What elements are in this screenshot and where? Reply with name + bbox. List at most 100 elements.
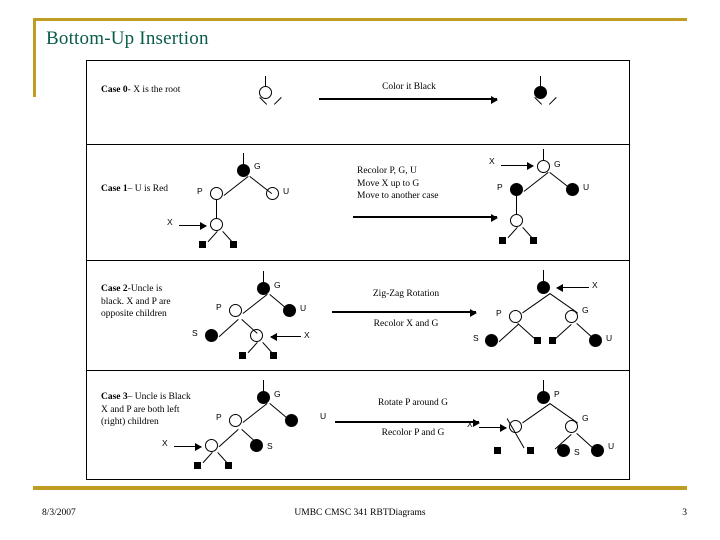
node-U-black-after xyxy=(566,183,579,196)
pointer-arrow-X-c2a xyxy=(556,284,589,292)
edge-G-U-c2 xyxy=(269,294,290,311)
case-2-arrow xyxy=(332,309,477,317)
node-S-black-c3a xyxy=(557,444,570,457)
table-row-case-1: Case 1– U is Red G U P X xyxy=(87,145,629,261)
g-stub xyxy=(243,153,244,164)
node-X-white-c2 xyxy=(250,329,263,342)
case-0-transform-text: Color it Black xyxy=(382,82,436,92)
case-0-label-rest: - X is the root xyxy=(127,85,181,95)
case-2-label-line-2: black. X and P are xyxy=(101,296,171,307)
case-2-text-line-2: Recolor X and G xyxy=(373,319,439,329)
case-3-label-line-3: (right) children xyxy=(101,417,159,427)
node-label-P-c3: P xyxy=(216,412,222,422)
case-3-arrow xyxy=(335,419,480,427)
cases-table: Case 0- X is the root Color it Black Cas… xyxy=(86,60,630,480)
x-stub-c2a xyxy=(543,270,544,281)
edge-G-U-c3 xyxy=(269,403,290,420)
case-0-label: Case 0- X is the root xyxy=(101,84,180,97)
node-label-G: G xyxy=(254,161,261,171)
nil-leaf-mid-left-c2a xyxy=(534,337,541,344)
node-label-U: U xyxy=(283,186,290,196)
pointer-arrow-X-c3a xyxy=(479,424,507,432)
case-1-text-line-2: Move X up to G xyxy=(357,178,420,189)
node-label-S-c3: S xyxy=(267,441,273,451)
edge-P-X-c2a xyxy=(522,293,551,314)
node-label-U-c3: U xyxy=(320,411,327,421)
nil-leaf-right-c2 xyxy=(270,352,277,359)
node-label-P-after: P xyxy=(497,182,503,192)
node-G-white-c2a xyxy=(565,310,578,323)
node-label-G-c2: G xyxy=(274,280,281,290)
pointer-label-X-c3: X xyxy=(162,438,168,448)
bottom-accent-bar xyxy=(33,486,687,490)
node-P-white xyxy=(210,187,223,200)
arrowhead-icon xyxy=(200,222,207,230)
case-2-label: Case 2-Uncle is black. X and P are oppos… xyxy=(101,283,171,321)
node-P-black-c3a xyxy=(537,391,550,404)
arrowhead-icon xyxy=(470,309,477,317)
pointer-arrow-X xyxy=(179,222,207,230)
case-2-label-line-3: opposite children xyxy=(101,309,167,319)
nil-leaf-right-after xyxy=(530,237,537,244)
node-label-S-c3a: S xyxy=(574,447,580,457)
node-P-white-c2a xyxy=(509,310,522,323)
pointer-arrow-X-c3 xyxy=(174,443,202,451)
nil-leaf-mid-right-c2a xyxy=(549,337,556,344)
node-label-U-c2: U xyxy=(300,303,307,313)
node-label-S-c2: S xyxy=(192,328,198,338)
edge-P-G-c3a xyxy=(549,403,578,424)
arrowhead-icon xyxy=(527,162,534,170)
node-label-P-c3a: P xyxy=(554,389,560,399)
node-S-black-c3 xyxy=(250,439,263,452)
edge-root-right-after xyxy=(548,97,557,105)
node-P-black-after xyxy=(510,183,523,196)
pointer-label-X-c2a: X xyxy=(592,280,598,290)
edge-P-X xyxy=(215,200,217,219)
case-0-arrow xyxy=(319,96,498,104)
node-G-white-c3a xyxy=(565,420,578,433)
edge-P-G-c2 xyxy=(242,294,268,314)
table-row-case-2: Case 2-Uncle is black. X and P are oppos… xyxy=(87,261,629,371)
pointer-arrow-X-c2 xyxy=(270,333,301,341)
edge-P-nil-c2a xyxy=(517,323,535,339)
node-label-S-c2a: S xyxy=(473,333,479,343)
top-accent-bar xyxy=(33,18,687,21)
nil-leaf-left-c3 xyxy=(194,462,201,469)
arrowhead-icon xyxy=(500,424,507,432)
edge-P-G-c3 xyxy=(242,403,268,423)
case-2-label-line-1: Case 2-Uncle is xyxy=(101,283,171,296)
edge-X-nil-left-c3 xyxy=(202,452,213,464)
arrowhead-icon xyxy=(556,284,563,292)
node-S-black-c2 xyxy=(205,329,218,342)
case-1-label-bold: Case 1 xyxy=(101,184,128,194)
case-2-text-line-1: Zig-Zag Rotation xyxy=(372,289,440,299)
p-stub-c3a xyxy=(543,380,544,391)
case-3-label: Case 3– Uncle is Black X and P are both … xyxy=(101,391,191,429)
case-1-arrow xyxy=(353,214,498,222)
edge-G-nil-c2a xyxy=(554,324,572,340)
edge-X-nil-left-after xyxy=(507,227,518,239)
edge-P-G xyxy=(223,176,249,196)
edge-X-nil-right-after xyxy=(522,227,533,239)
case-3-text-line-2: Recolor P and G xyxy=(381,428,445,438)
node-U-black-c2 xyxy=(283,304,296,317)
root-stub xyxy=(265,76,266,87)
arrowhead-icon xyxy=(270,333,277,341)
edge-X-nil-right-c3a xyxy=(515,433,525,449)
arrowhead-icon xyxy=(491,214,498,222)
case-1-label: Case 1– U is Red xyxy=(101,183,168,196)
node-label-U-c3a: U xyxy=(608,441,615,451)
g-stub-after xyxy=(543,149,544,160)
node-U-black-c2a xyxy=(589,334,602,347)
node-G-black xyxy=(237,164,250,177)
case-3-label-line-1: Case 3– Uncle is Black xyxy=(101,391,191,404)
arrowhead-icon xyxy=(195,443,202,451)
edge-X-nil-right-c2 xyxy=(262,342,273,354)
case-1-transform-text: Recolor P, G, U Move X up to G Move to a… xyxy=(357,165,439,203)
node-label-G-c3a: G xyxy=(582,413,589,423)
g-stub-c3 xyxy=(263,380,264,391)
edge-X-nil-right xyxy=(222,231,233,243)
node-U-black-c3 xyxy=(285,414,298,427)
node-root-white xyxy=(259,86,272,99)
footer-page-number: 3 xyxy=(682,508,687,518)
